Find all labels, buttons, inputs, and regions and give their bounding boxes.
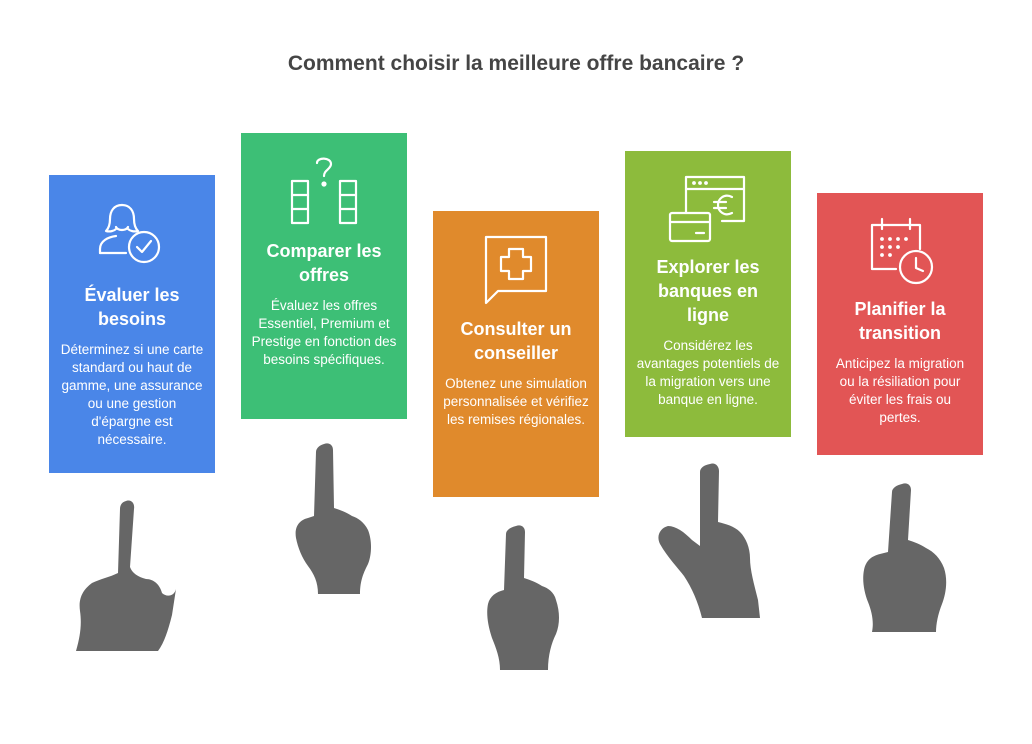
step-card-evaluer: Évaluer les besoins Déterminez si une ca… [49, 175, 215, 473]
pointing-hand-icon [863, 483, 947, 632]
compare-question-icon [290, 157, 358, 225]
calendar-clock-icon [870, 217, 934, 285]
step-card-consulter: Consulter un conseiller Obtenez une simu… [433, 211, 599, 497]
step-card-explorer: Explorer les banques en ligne Considérez… [625, 151, 791, 437]
step-heading: Comparer les offres [266, 241, 382, 285]
diagram-title: Comment choisir la meilleure offre banca… [287, 52, 745, 75]
step-card-planifier: Planifier la transition Anticipez la mig… [817, 193, 983, 455]
step-description: Évaluez les offres Essentiel, Premium et… [251, 298, 397, 367]
pointing-hand-icon [658, 463, 760, 618]
step-heading: Consulter un conseiller [460, 319, 572, 363]
step-card-comparer: Comparer les offres Évaluez les offres E… [241, 133, 407, 419]
online-banking-euro-icon [668, 175, 746, 243]
user-check-icon [98, 203, 161, 264]
pointing-hand-icon [295, 443, 371, 594]
step-heading: Évaluer les besoins [84, 285, 180, 329]
step-heading: Planifier la transition [854, 299, 946, 343]
step-heading: Explorer les banques en ligne [656, 257, 760, 325]
step-description: Anticipez la migration ou la résiliation… [835, 356, 965, 425]
step-description: Considérez les avantages potentiels de l… [636, 338, 780, 407]
pointing-hand-icon [487, 525, 559, 670]
medical-chat-icon [484, 235, 548, 305]
step-description: Déterminez si une carte standard ou haut… [60, 342, 204, 447]
step-description: Obtenez une simulation personnalisée et … [443, 376, 589, 427]
pointing-hand-icon [76, 500, 176, 651]
